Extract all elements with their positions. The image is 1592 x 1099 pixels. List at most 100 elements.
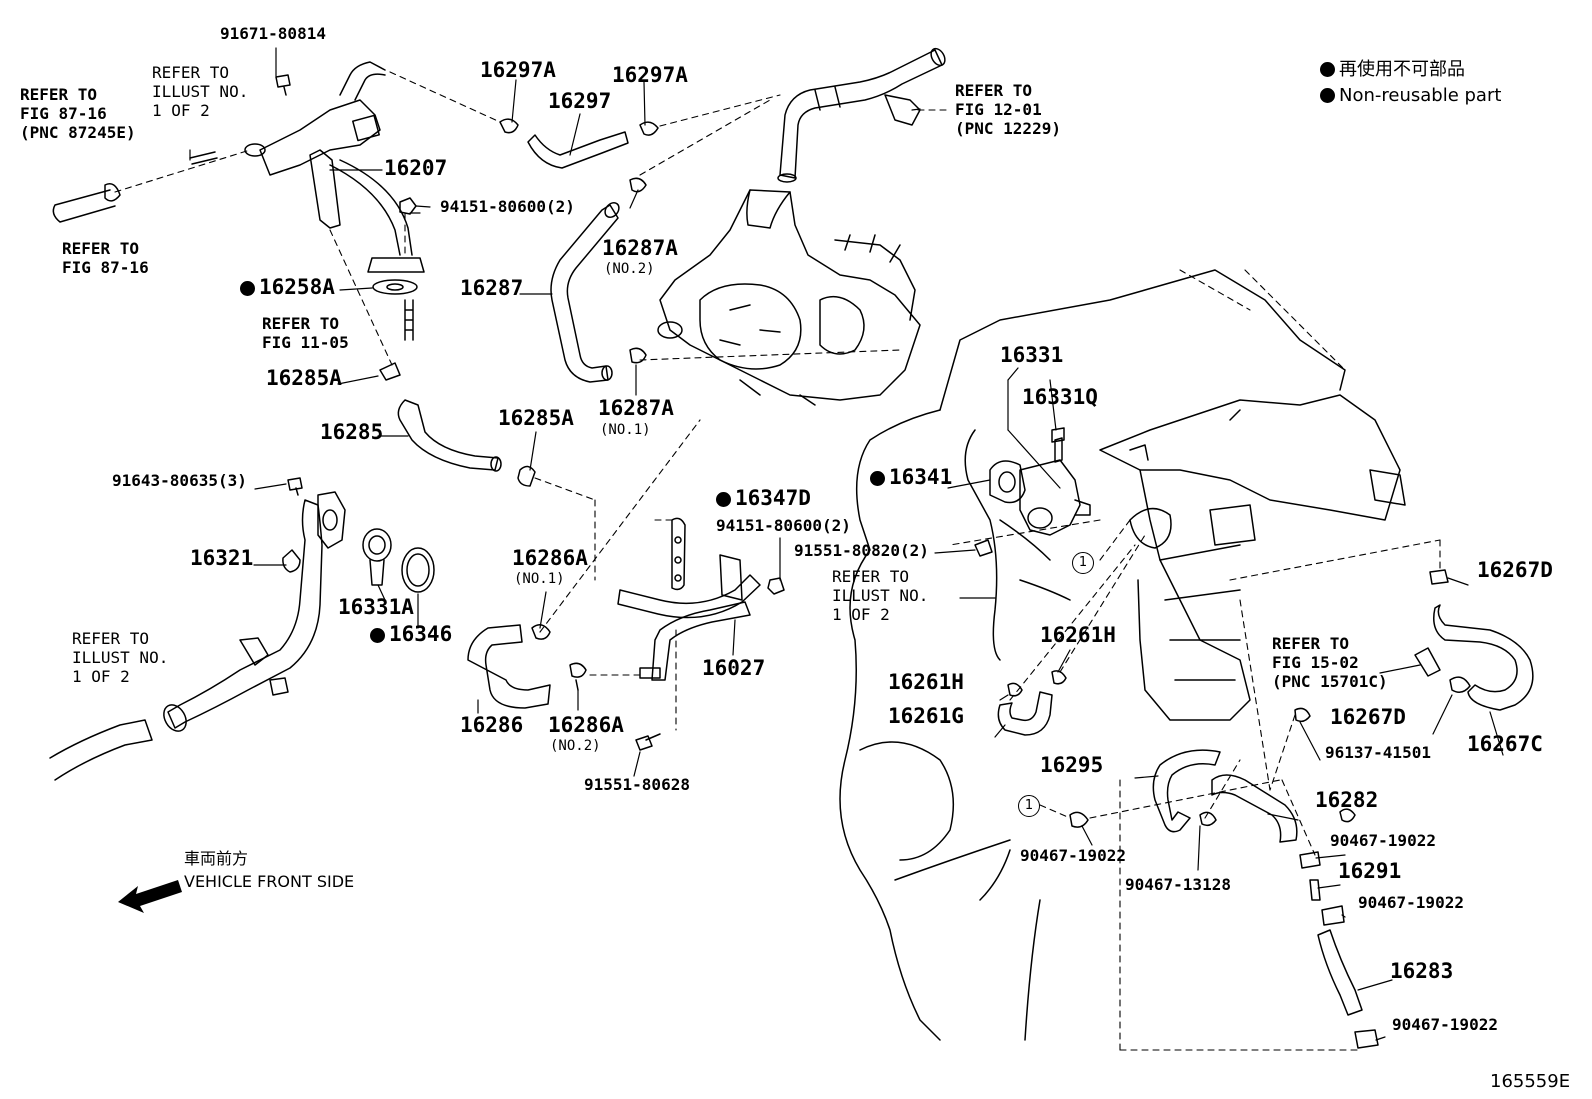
part-16331A: 16331A <box>338 595 414 619</box>
part-90467-19022: 90467-19022 <box>1358 893 1464 912</box>
part-16285A: 16285A <box>498 406 574 430</box>
part-16285A: 16285A <box>266 366 342 390</box>
clamp-1-symbol <box>1069 811 1089 828</box>
part-16286: 16286 <box>460 713 524 737</box>
part-16261G: 16261G <box>888 704 964 728</box>
engine-outline <box>839 269 1406 1041</box>
part-16297A: 16297A <box>612 63 688 87</box>
non-reusable-dot-icon <box>870 471 885 486</box>
part-16287: 16287 <box>460 276 524 300</box>
hose-left-bottom <box>49 719 153 781</box>
part-16331Q: 16331Q <box>1022 385 1098 409</box>
ref-fig11-05: REFER TO FIG 11-05 <box>262 314 349 352</box>
gasket-16346 <box>401 547 435 593</box>
hose-16261 <box>997 670 1067 736</box>
hose-16267 <box>1294 569 1534 723</box>
pipe-16207-drawing <box>244 61 425 273</box>
part-91551-80820: 91551-80820(2) <box>794 541 929 560</box>
hose-16285 <box>397 399 536 487</box>
part-16285: 16285 <box>320 420 384 444</box>
front-jp: 車両前方 <box>184 849 249 868</box>
part-94151-80600: 94151-80600(2) <box>440 197 575 216</box>
part-91643-80635: 91643-80635(3) <box>112 471 247 490</box>
hose-16283 <box>1299 851 1379 1049</box>
leader-lines <box>189 47 1504 1041</box>
non-reusable-dot-icon <box>1320 88 1335 103</box>
part-94151-80600: 94151-80600(2) <box>716 516 851 535</box>
hose-16295-16282 <box>1152 749 1356 843</box>
part-16287A: 16287A <box>602 236 678 260</box>
part-16295: 16295 <box>1040 753 1104 777</box>
part-91551-80628: 91551-80628 <box>584 775 690 794</box>
part-16286A-sub: (NO.2) <box>550 738 601 754</box>
clip-16285A <box>379 362 401 381</box>
thermostat-16331A <box>362 528 392 586</box>
housing-16331 <box>1019 427 1091 536</box>
non-reusable-dot-icon <box>240 281 255 296</box>
part-16286A: 16286A <box>512 546 588 570</box>
pipe-16321 <box>163 491 346 732</box>
ref-fig87-16-top: REFER TO FIG 87-16 (PNC 87245E) <box>20 85 136 142</box>
callout-marker: 1 <box>1018 795 1040 817</box>
part-16321: 16321 <box>190 546 254 570</box>
pipe-16027 <box>617 554 761 681</box>
turbocharger-drawing <box>657 189 921 406</box>
part-16291: 16291 <box>1338 859 1402 883</box>
hose-16297 <box>499 118 659 169</box>
part-16267D: 16267D <box>1330 705 1406 729</box>
part-16331: 16331 <box>1000 343 1064 367</box>
part-16287A-sub: (NO.2) <box>604 261 655 277</box>
legend-en: Non-reusable part <box>1320 87 1501 105</box>
non-reusable-dot-icon <box>716 492 731 507</box>
part-16346: 16346 <box>370 624 452 645</box>
nut-94151-top <box>399 197 417 215</box>
part-16261H: 16261H <box>1040 623 1116 647</box>
part-16286A-sub: (NO.1) <box>514 571 565 587</box>
part-96137-41501: 96137-41501 <box>1325 743 1431 762</box>
bolt-91551-80820 <box>974 539 993 557</box>
hose-left-top <box>52 151 218 223</box>
gasket-16341 <box>989 460 1026 504</box>
part-16297: 16297 <box>548 89 612 113</box>
front-arrow-icon <box>118 880 182 913</box>
part-16347D: 16347D <box>716 488 811 509</box>
part-16287A: 16287A <box>598 396 674 420</box>
part-91671-80814: 91671-80814 <box>220 24 326 43</box>
bolt-91551-80628 <box>635 733 661 751</box>
part-90467-19022: 90467-19022 <box>1330 831 1436 850</box>
part-16286A: 16286A <box>548 713 624 737</box>
gasket-16347D <box>671 517 686 591</box>
ref-illust-left: REFER TO ILLUST NO. 1 OF 2 <box>72 629 169 686</box>
part-90467-13128: 90467-13128 <box>1125 875 1231 894</box>
pipe-top-right <box>777 47 946 183</box>
callout-marker: 1 <box>1072 552 1094 574</box>
ref-fig12-01: REFER TO FIG 12-01 (PNC 12229) <box>955 81 1061 138</box>
part-90467-19022: 90467-19022 <box>1392 1015 1498 1034</box>
part-90467-19022: 90467-19022 <box>1020 846 1126 865</box>
hose-16286 <box>467 624 587 709</box>
nut-94151-mid <box>767 577 785 595</box>
part-16267C: 16267C <box>1467 732 1543 756</box>
figure-id: 165559E <box>1490 1071 1571 1092</box>
bolt-91643 <box>287 477 303 496</box>
ref-illust-top: REFER TO ILLUST NO. 1 OF 2 <box>152 63 249 120</box>
part-16027: 16027 <box>702 656 766 680</box>
bolt-91671 <box>275 74 291 96</box>
ref-illust-mid: REFER TO ILLUST NO. 1 OF 2 <box>832 567 929 624</box>
hose-16287 <box>550 177 647 383</box>
non-reusable-dot-icon <box>1320 62 1335 77</box>
part-16297A: 16297A <box>480 58 556 82</box>
ref-fig15-02: REFER TO FIG 15-02 (PNC 15701C) <box>1272 634 1388 691</box>
front-en: VEHICLE FRONT SIDE <box>184 872 355 891</box>
part-16341: 16341 <box>870 467 952 488</box>
non-reusable-dot-icon <box>370 628 385 643</box>
part-16283: 16283 <box>1390 959 1454 983</box>
dashed-lines <box>114 71 1441 1051</box>
part-16282: 16282 <box>1315 788 1379 812</box>
ref-fig87-16-bot: REFER TO FIG 87-16 <box>62 239 149 277</box>
part-16207: 16207 <box>384 156 448 180</box>
part-16258A: 16258A <box>240 277 335 298</box>
gasket-16258A <box>372 279 418 341</box>
